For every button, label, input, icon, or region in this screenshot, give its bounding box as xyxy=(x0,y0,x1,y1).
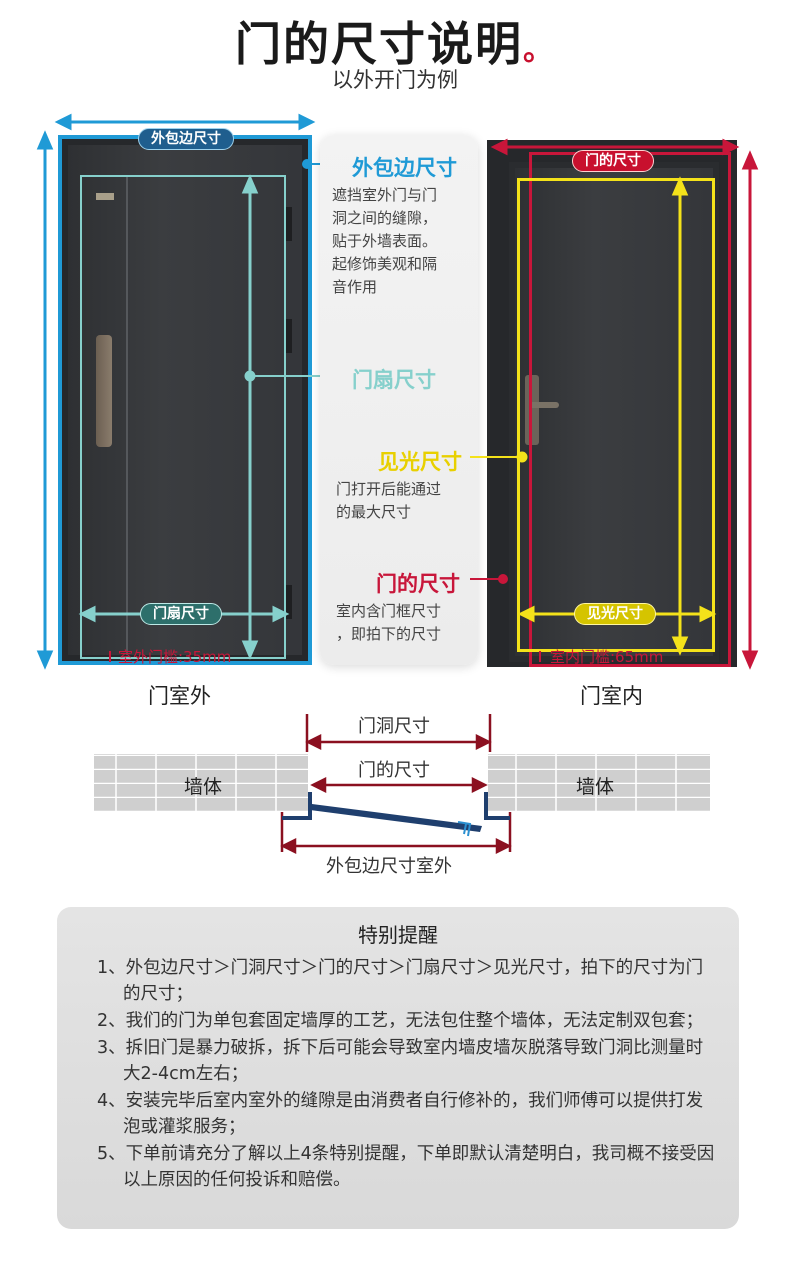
door-size-heading: 门的尺寸 xyxy=(376,572,460,596)
swinging-door-leaf xyxy=(310,804,482,832)
door-badge xyxy=(96,193,114,200)
page-subtitle: 以外开门为例 xyxy=(332,68,458,92)
door-handle xyxy=(96,335,112,447)
notice-item: 5、下单前请充分了解以上4条特别提醒，下单即默认清楚明白，我司概不接受因以上原因… xyxy=(97,1144,715,1190)
outer-trim-diagram-label: 外包边尺寸室外 xyxy=(326,856,452,877)
door-hinge-top xyxy=(286,207,292,241)
clear-opening-description: 门打开后能通过 的最大尺寸 xyxy=(336,480,442,521)
interior-caption: 门室内 xyxy=(580,684,643,708)
clear-opening-pill: 见光尺寸 xyxy=(574,603,656,625)
wall-label-left: 墙体 xyxy=(184,776,223,798)
door-leaf-box xyxy=(80,175,286,659)
wall-section-diagram xyxy=(94,714,710,855)
door-seam xyxy=(126,177,128,655)
door-size-pill: 门的尺寸 xyxy=(572,150,654,172)
clear-opening-heading: 见光尺寸 xyxy=(378,450,462,474)
notice-item: 3、拆旧门是暴力破拆，拆下后可能会导致室内墙皮墙灰脱落导致门洞比测量时大2-4c… xyxy=(97,1038,704,1084)
notice-item: 1、外包边尺寸＞门洞尺寸＞门的尺寸＞门扇尺寸＞见光尺寸，拍下的尺寸为门的尺寸； xyxy=(97,958,704,1004)
door-size-diagram-label: 门的尺寸 xyxy=(358,760,430,781)
left-door-dimension-lines xyxy=(36,113,345,670)
right-door-body xyxy=(509,162,719,662)
right-door-illustration xyxy=(487,140,737,667)
right-door-dimension-lines xyxy=(470,138,759,670)
door-leaf-pill: 门扇尺寸 xyxy=(140,603,222,625)
door-hinge-mid xyxy=(286,319,292,353)
outer-trim-heading: 外包边尺寸 xyxy=(352,156,457,180)
door-lock xyxy=(525,375,539,445)
door-opening-label: 门洞尺寸 xyxy=(358,716,430,737)
page-title: 门的尺寸说明。 xyxy=(235,17,555,71)
notice-title: 特别提醒 xyxy=(358,923,438,947)
door-leaf-heading: 门扇尺寸 xyxy=(352,368,436,392)
clear-opening-box xyxy=(517,178,715,652)
interior-sill-label: 室内门槛:65mm xyxy=(550,648,664,666)
exterior-caption: 门室外 xyxy=(148,684,211,708)
notice-list: 1、外包边尺寸＞门洞尺寸＞门的尺寸＞门扇尺寸＞见光尺寸，拍下的尺寸为门的尺寸； … xyxy=(97,955,717,1194)
door-lever xyxy=(529,402,559,408)
special-notice-box: 特别提醒 1、外包边尺寸＞门洞尺寸＞门的尺寸＞门扇尺寸＞见光尺寸，拍下的尺寸为门… xyxy=(57,907,739,1229)
outer-trim-description: 遮挡室外门与门 洞之间的缝隙， 贴于外墙表面。 起修饰美观和隔 音作用 xyxy=(332,186,438,296)
door-size-description: 室内含门框尺寸 ，即拍下的尺寸 xyxy=(336,602,442,643)
door-hinge-bottom xyxy=(286,585,292,619)
wall-label-right: 墙体 xyxy=(576,776,615,798)
notice-item: 2、我们的门为单包套固定墙厚的工艺，无法包住整个墙体，无法定制双包套； xyxy=(97,1011,704,1031)
exterior-sill-label: 室外门槛:35mm xyxy=(118,648,232,666)
notice-item: 4、安装完毕后室内室外的缝隙是由消费者自行修补的，我们师傅可以提供打发泡或灌浆服… xyxy=(97,1091,704,1137)
outer-trim-pill: 外包边尺寸 xyxy=(138,128,234,150)
title-dot: 。 xyxy=(523,33,555,68)
legend-panel xyxy=(320,135,478,665)
